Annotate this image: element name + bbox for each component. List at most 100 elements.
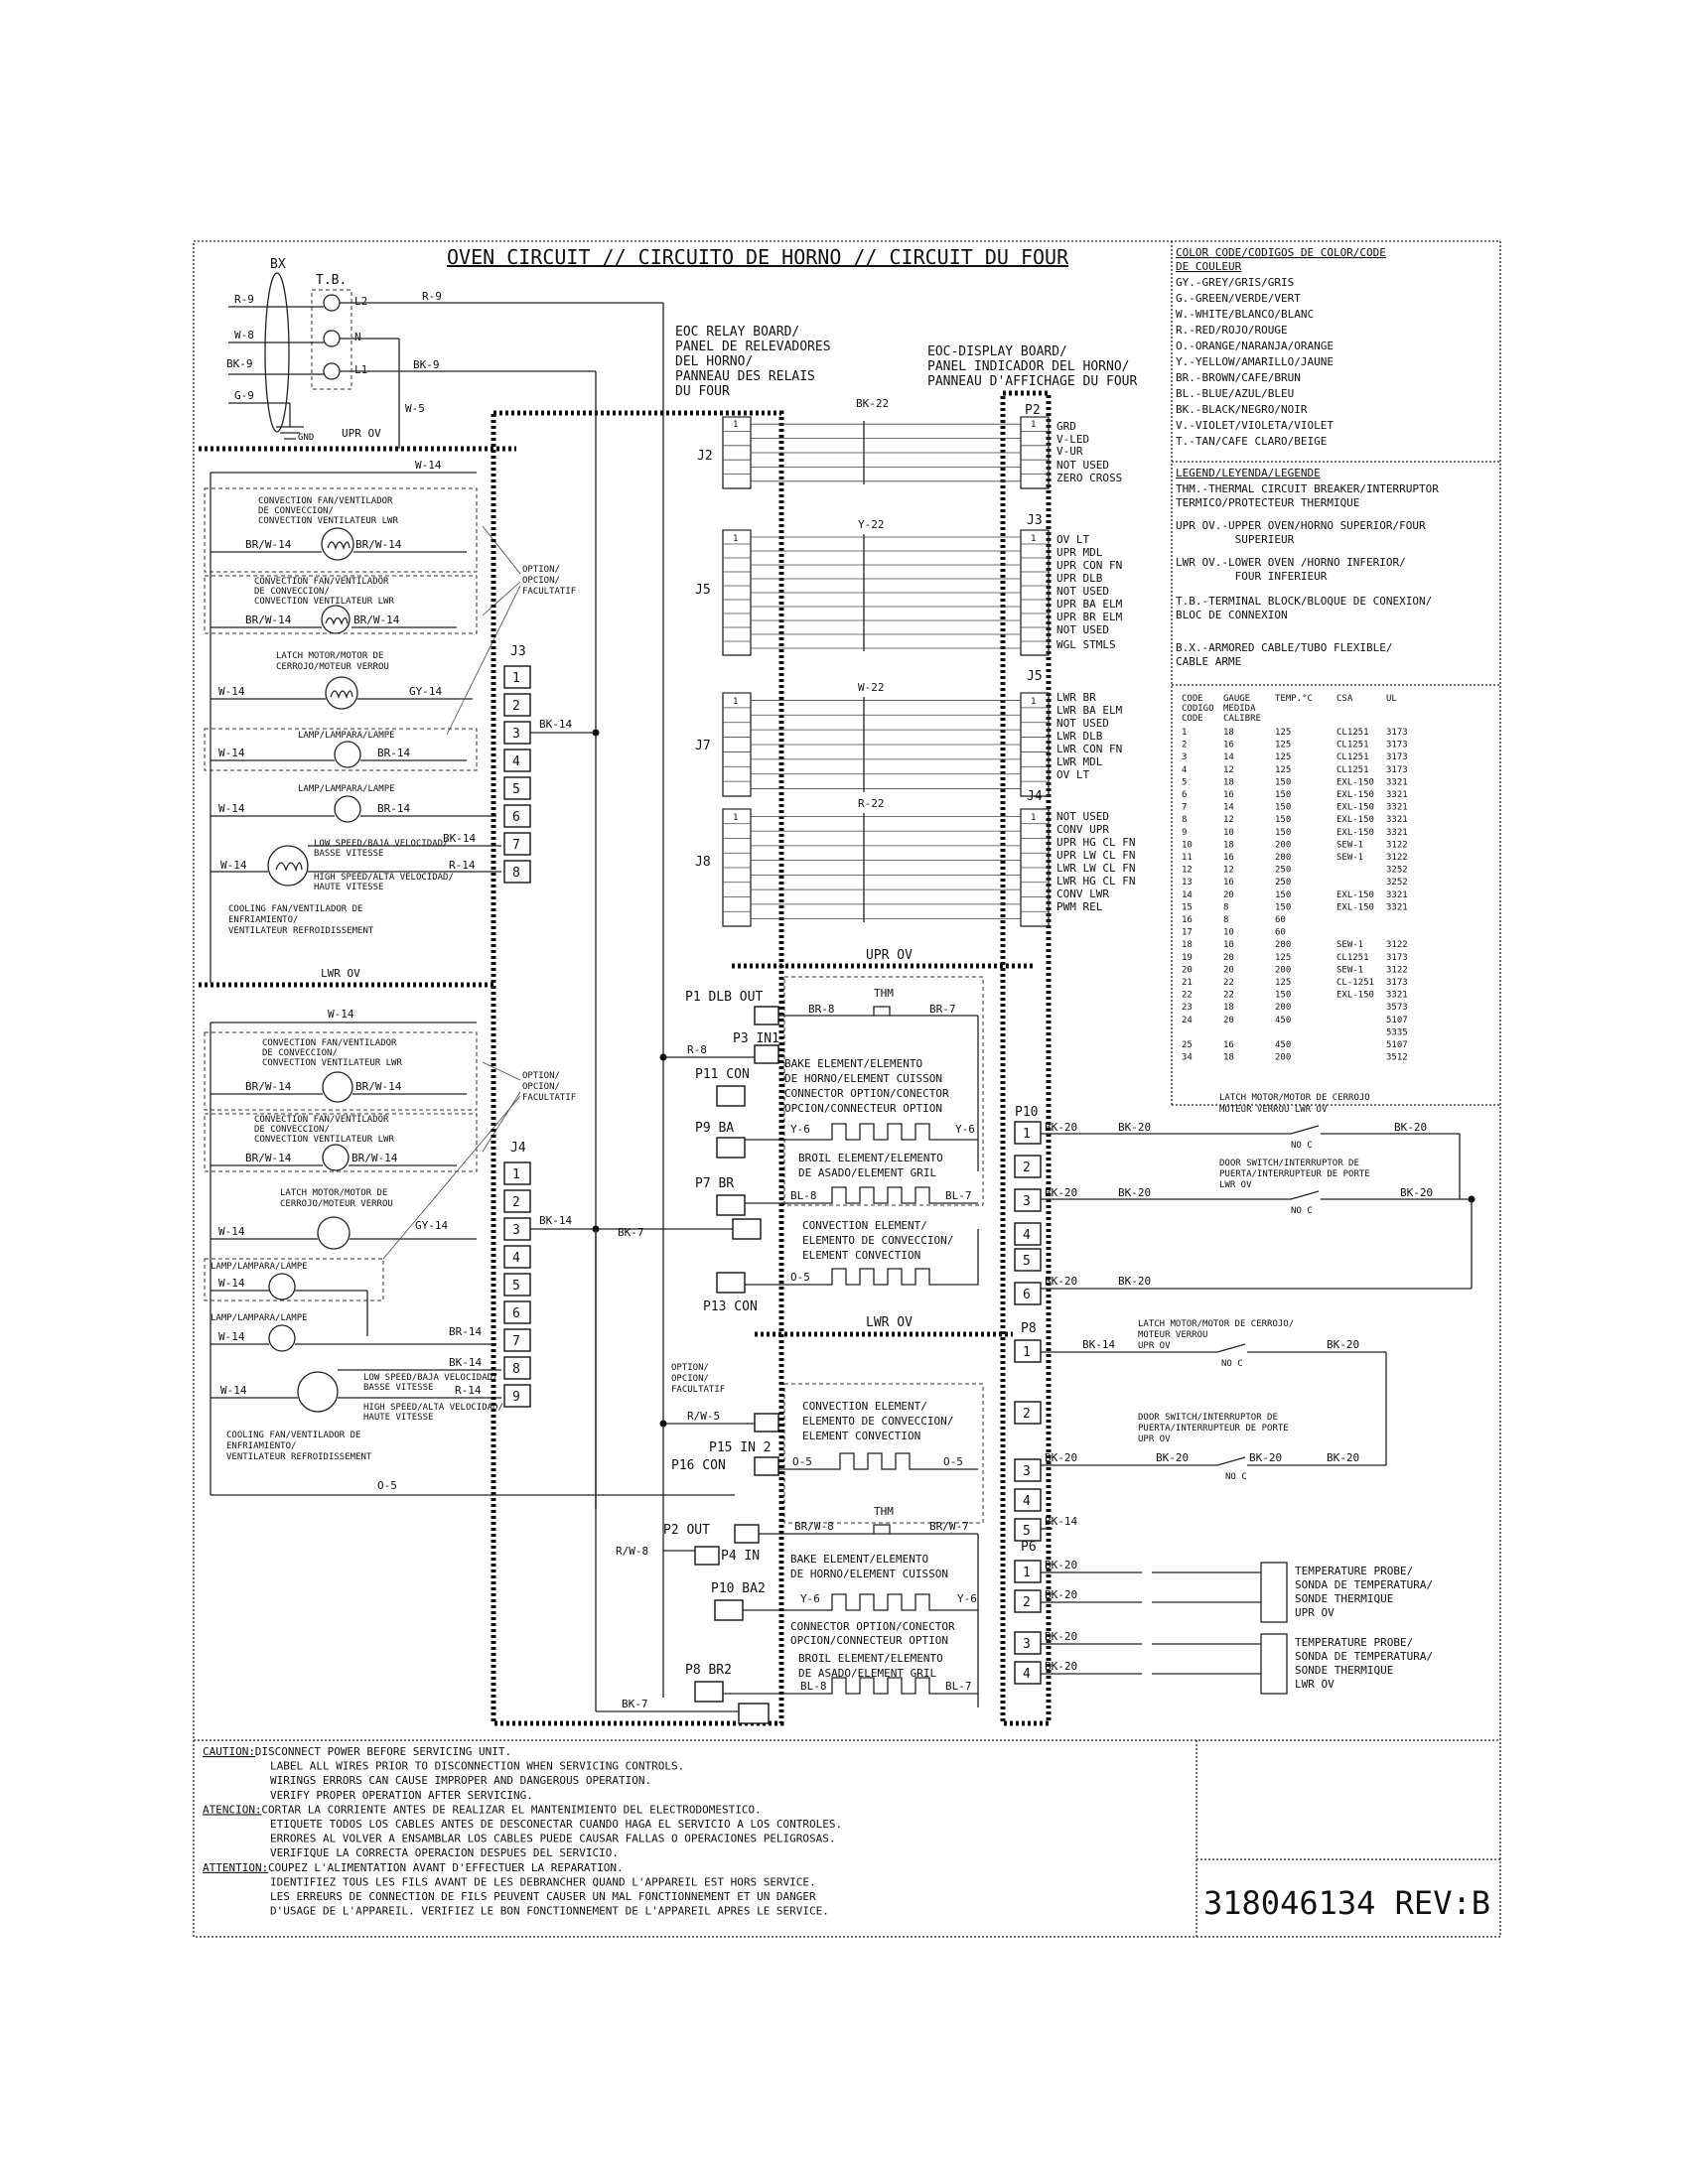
upr-ov-supply-label: UPR OV xyxy=(342,427,381,440)
j8-pin1: 1 xyxy=(733,813,738,823)
upper-lamp1-br14: BR-14 xyxy=(377,747,410,759)
p6-pin: 2 xyxy=(1023,1595,1031,1610)
j3-pin1: 1 xyxy=(1031,534,1036,544)
p2-out-label: P2 OUT xyxy=(663,1523,710,1538)
upper-option-box-1 xyxy=(204,487,478,573)
lower-bake-0: BAKE ELEMENT/ELEMENTO xyxy=(790,1553,928,1566)
legend-line: LWR OV.-LOWER OVEN /HORNO INFERIOR/ xyxy=(1176,556,1406,569)
lower-cool-r14: R-14 xyxy=(455,1384,482,1397)
p10-pin: 3 xyxy=(1023,1194,1031,1209)
gauge-cell: 21 xyxy=(1182,978,1193,988)
caution-line: COUPEZ L'ALIMENTATION AVANT D'EFFECTUER … xyxy=(268,1861,624,1874)
lower-broil-element-symbol xyxy=(723,1677,978,1695)
gauge-cell: CL1251 xyxy=(1336,741,1369,751)
j4-pin: 6 xyxy=(512,1306,520,1321)
sig: OV LT xyxy=(1056,533,1089,546)
gauge-cell: 3321 xyxy=(1386,902,1408,912)
lower-bake-3: OPCION/CONNECTEUR OPTION xyxy=(790,1634,948,1647)
color-code-title-1: DE COULEUR xyxy=(1176,260,1242,273)
gauge-cell: 125 xyxy=(1275,765,1291,775)
lower-option-2: FACULTATIF xyxy=(522,1093,576,1103)
j4-bk14: BK-14 xyxy=(539,1214,572,1227)
lower-high-speed-1: HAUTE VITESSE xyxy=(363,1413,433,1423)
gauge-cell: 24 xyxy=(1182,1016,1193,1025)
gauge-cell: SEW-1 xyxy=(1336,853,1363,863)
lower-latch-w14: W-14 xyxy=(218,1225,245,1238)
sig: OV LT xyxy=(1056,768,1089,781)
color-item: BK.-BLACK/NEGRO/NOIR xyxy=(1176,403,1308,416)
upper-option-0: OPTION/ xyxy=(522,565,560,575)
caution-line: DISCONNECT POWER BEFORE SERVICING UNIT. xyxy=(255,1745,511,1758)
bus-r22-label: R-22 xyxy=(858,797,885,810)
page-title: OVEN CIRCUIT // CIRCUITO DE HORNO // CIR… xyxy=(447,245,1069,269)
color-item: W.-WHITE/BLANCO/BLANC xyxy=(1176,308,1314,321)
door-upr-0: DOOR SWITCH/INTERRUPTOR DE xyxy=(1138,1413,1278,1423)
thm-upper-label: THM xyxy=(874,987,894,1000)
legend-line: CABLE ARME xyxy=(1176,655,1241,668)
j5-pin1: 1 xyxy=(733,534,738,544)
upper-high-speed-1: HAUTE VITESSE xyxy=(314,883,383,892)
p6-3-bk20: BK-20 xyxy=(1045,1630,1077,1643)
caution-line: D'USAGE DE L'APPAREIL. VERIFIEZ LE BON F… xyxy=(270,1905,829,1918)
gauge-cell: 18 xyxy=(1182,940,1193,950)
gauge-cell: SEW-1 xyxy=(1336,840,1363,850)
p11-label: P11 CON xyxy=(695,1067,750,1082)
lower-element-frame xyxy=(783,1383,984,1524)
upper-br7: BR-7 xyxy=(929,1003,956,1016)
gauge-cell: 3173 xyxy=(1386,978,1408,988)
lwr-ov-separator-label: LWR OV xyxy=(321,967,360,980)
j4d-pin1: 1 xyxy=(1031,813,1036,823)
upper-conv-0: CONVECTION ELEMENT/ xyxy=(802,1219,927,1232)
color-item: BR.-BROWN/CAFE/BRUN xyxy=(1176,371,1301,384)
gauge-cell: 150 xyxy=(1275,815,1291,825)
sig: LWR MDL xyxy=(1056,755,1103,768)
p2-label: P2 xyxy=(1025,403,1041,418)
j3-pin: 1 xyxy=(512,671,520,686)
gauge-cell: 3173 xyxy=(1386,765,1408,775)
gauge-header: CODE xyxy=(1182,694,1203,704)
relay-board-outline xyxy=(491,410,784,1726)
lower-option-0: OPTION/ xyxy=(522,1071,560,1081)
gauge-cell: 20 xyxy=(1223,1016,1234,1025)
gauge-cell: 250 xyxy=(1275,878,1291,887)
sig: UPR BA ELM xyxy=(1056,598,1123,611)
sig: LWR DLB xyxy=(1056,730,1103,743)
p4-in-label: P4 IN xyxy=(721,1549,760,1564)
lower-bake-1: DE HORNO/ELEMENT CUISSON xyxy=(790,1568,948,1580)
legend-line: B.X.-ARMORED CABLE/TUBO FLEXIBLE/ xyxy=(1176,641,1393,654)
gauge-cell: 150 xyxy=(1275,902,1291,912)
upper-bl8: BL-8 xyxy=(790,1189,817,1202)
gauge-cell: 20 xyxy=(1223,965,1234,975)
p10-pin: 1 xyxy=(1023,1127,1031,1142)
legend-panel: LEGEND/LEYENDA/LEGENDE THM.-THERMAL CIRC… xyxy=(1176,467,1439,668)
j4-pin: 1 xyxy=(512,1167,520,1182)
door-upr-1: PUERTA/INTERRUPTEUR DE PORTE xyxy=(1138,1424,1289,1433)
gauge-cell: CL1251 xyxy=(1336,752,1369,762)
terminal-l2-label: L2 xyxy=(354,295,367,308)
upper-cool-w14: W-14 xyxy=(220,859,247,872)
color-code-panel: COLOR CODE/CODIGOS DE COLOR/CODE DE COUL… xyxy=(1176,246,1386,448)
upper-thm-symbol xyxy=(866,1006,898,1017)
door-upr-nc: NO C xyxy=(1225,1472,1247,1482)
p6-pin: 4 xyxy=(1023,1667,1031,1682)
gauge-subheader: CALIBRE xyxy=(1223,714,1261,724)
p1-label: P1 DLB OUT xyxy=(685,990,763,1005)
probe-upr-1: SONDA DE TEMPERATURA/ xyxy=(1295,1578,1433,1591)
sig: ZERO CROSS xyxy=(1056,472,1122,484)
j3-bk14: BK-14 xyxy=(539,718,572,731)
upper-w14-label: W-14 xyxy=(415,459,442,472)
caution-line: IDENTIFIEZ TOUS LES FILS AVANT DE LES DE… xyxy=(270,1875,816,1888)
gauge-cell: CL-1251 xyxy=(1336,978,1374,988)
p8-3-bk20c: BK-20 xyxy=(1249,1451,1282,1464)
gauge-cell: 3122 xyxy=(1386,853,1408,863)
caution-line: VERIFIQUE LA CORRECTA OPERACION DESPUES … xyxy=(270,1846,619,1859)
display-title-2: PANNEAU D'AFFICHAGE DU FOUR xyxy=(927,374,1137,389)
display-title-0: EOC-DISPLAY BOARD/ xyxy=(927,344,1067,359)
gauge-cell: EXL-150 xyxy=(1336,890,1374,900)
j4-pin: 7 xyxy=(512,1334,520,1349)
p2-pin1: 1 xyxy=(1031,420,1036,430)
bus-w22-label: W-22 xyxy=(858,681,885,694)
conv1-wire-right: BR/W-14 xyxy=(355,538,402,551)
j5-label: J5 xyxy=(695,583,711,598)
